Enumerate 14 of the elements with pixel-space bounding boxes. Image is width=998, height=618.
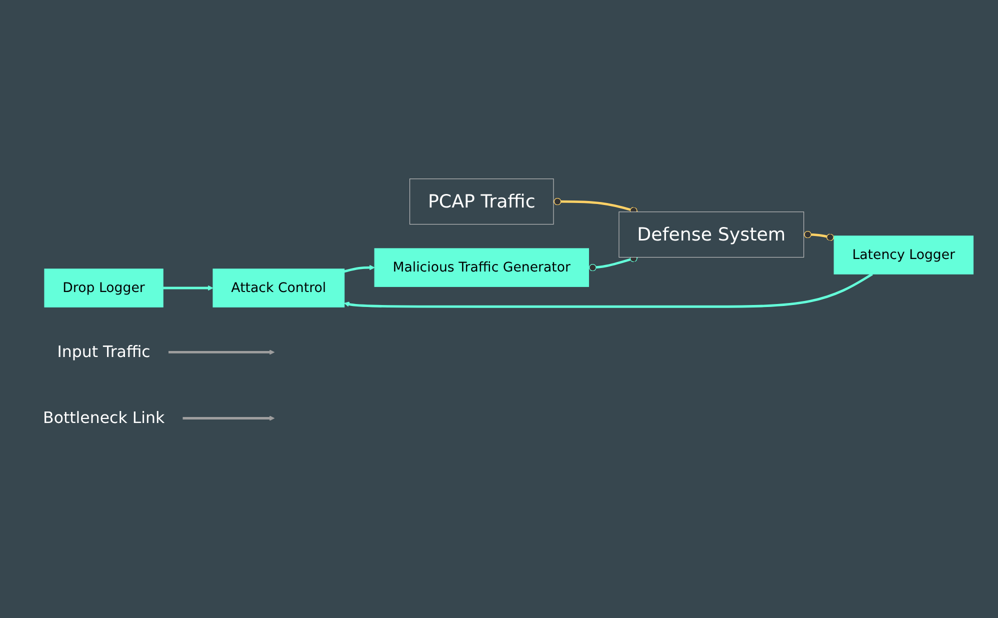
annotation-text: Bottleneck Link <box>42 408 165 428</box>
arrow <box>163 285 214 291</box>
process-box: Attack Control <box>212 268 345 308</box>
annotation-text: Input Traffic <box>57 342 150 361</box>
link-line <box>804 230 834 241</box>
system-box: Defense System <box>618 212 804 258</box>
arrow <box>344 264 375 273</box>
arrow <box>344 273 873 308</box>
process-box: Latency Logger <box>834 236 974 274</box>
leader-arrow <box>182 416 275 421</box>
system-box: PCAP Traffic <box>409 178 554 225</box>
leader-arrow <box>168 350 275 355</box>
process-box: Malicious Traffic Generator <box>374 248 589 287</box>
process-box: Drop Logger <box>44 268 164 308</box>
